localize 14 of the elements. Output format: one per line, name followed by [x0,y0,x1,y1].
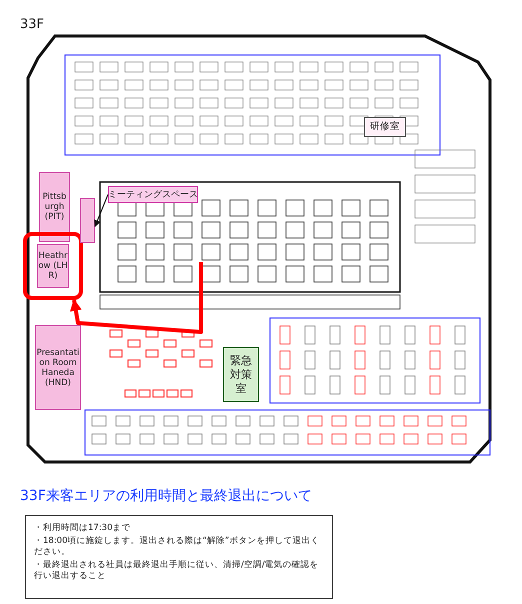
note-text: ・利用時間は17:30まで [34,523,132,534]
note-text: ・18:00頃に施錠します。退出される際は“解除”ボタンを押して退出ください。 [34,536,320,558]
section-heading: 33F来客エリアの利用時間と最終退出について [20,487,312,505]
highlight-frame [23,232,83,300]
room-label: ミーティングスペース [108,186,198,203]
route-arrow [70,262,203,334]
training-room: 研修室 [364,117,406,137]
meeting-room: Heathrow (LHR) [37,244,69,288]
presentation-room: Presantation Room Haneda (HND) [35,325,81,410]
meeting-area [80,198,95,243]
note-text: ・最終退出される社員は最終退出手順に従い、清掃/空調/電気の確認を行い退出すること [34,560,320,582]
meeting-room: Pittsburgh (PIT) [39,172,70,242]
emergency-room: 緊急対策室 [223,347,259,402]
floor-title: 33F [20,17,44,32]
